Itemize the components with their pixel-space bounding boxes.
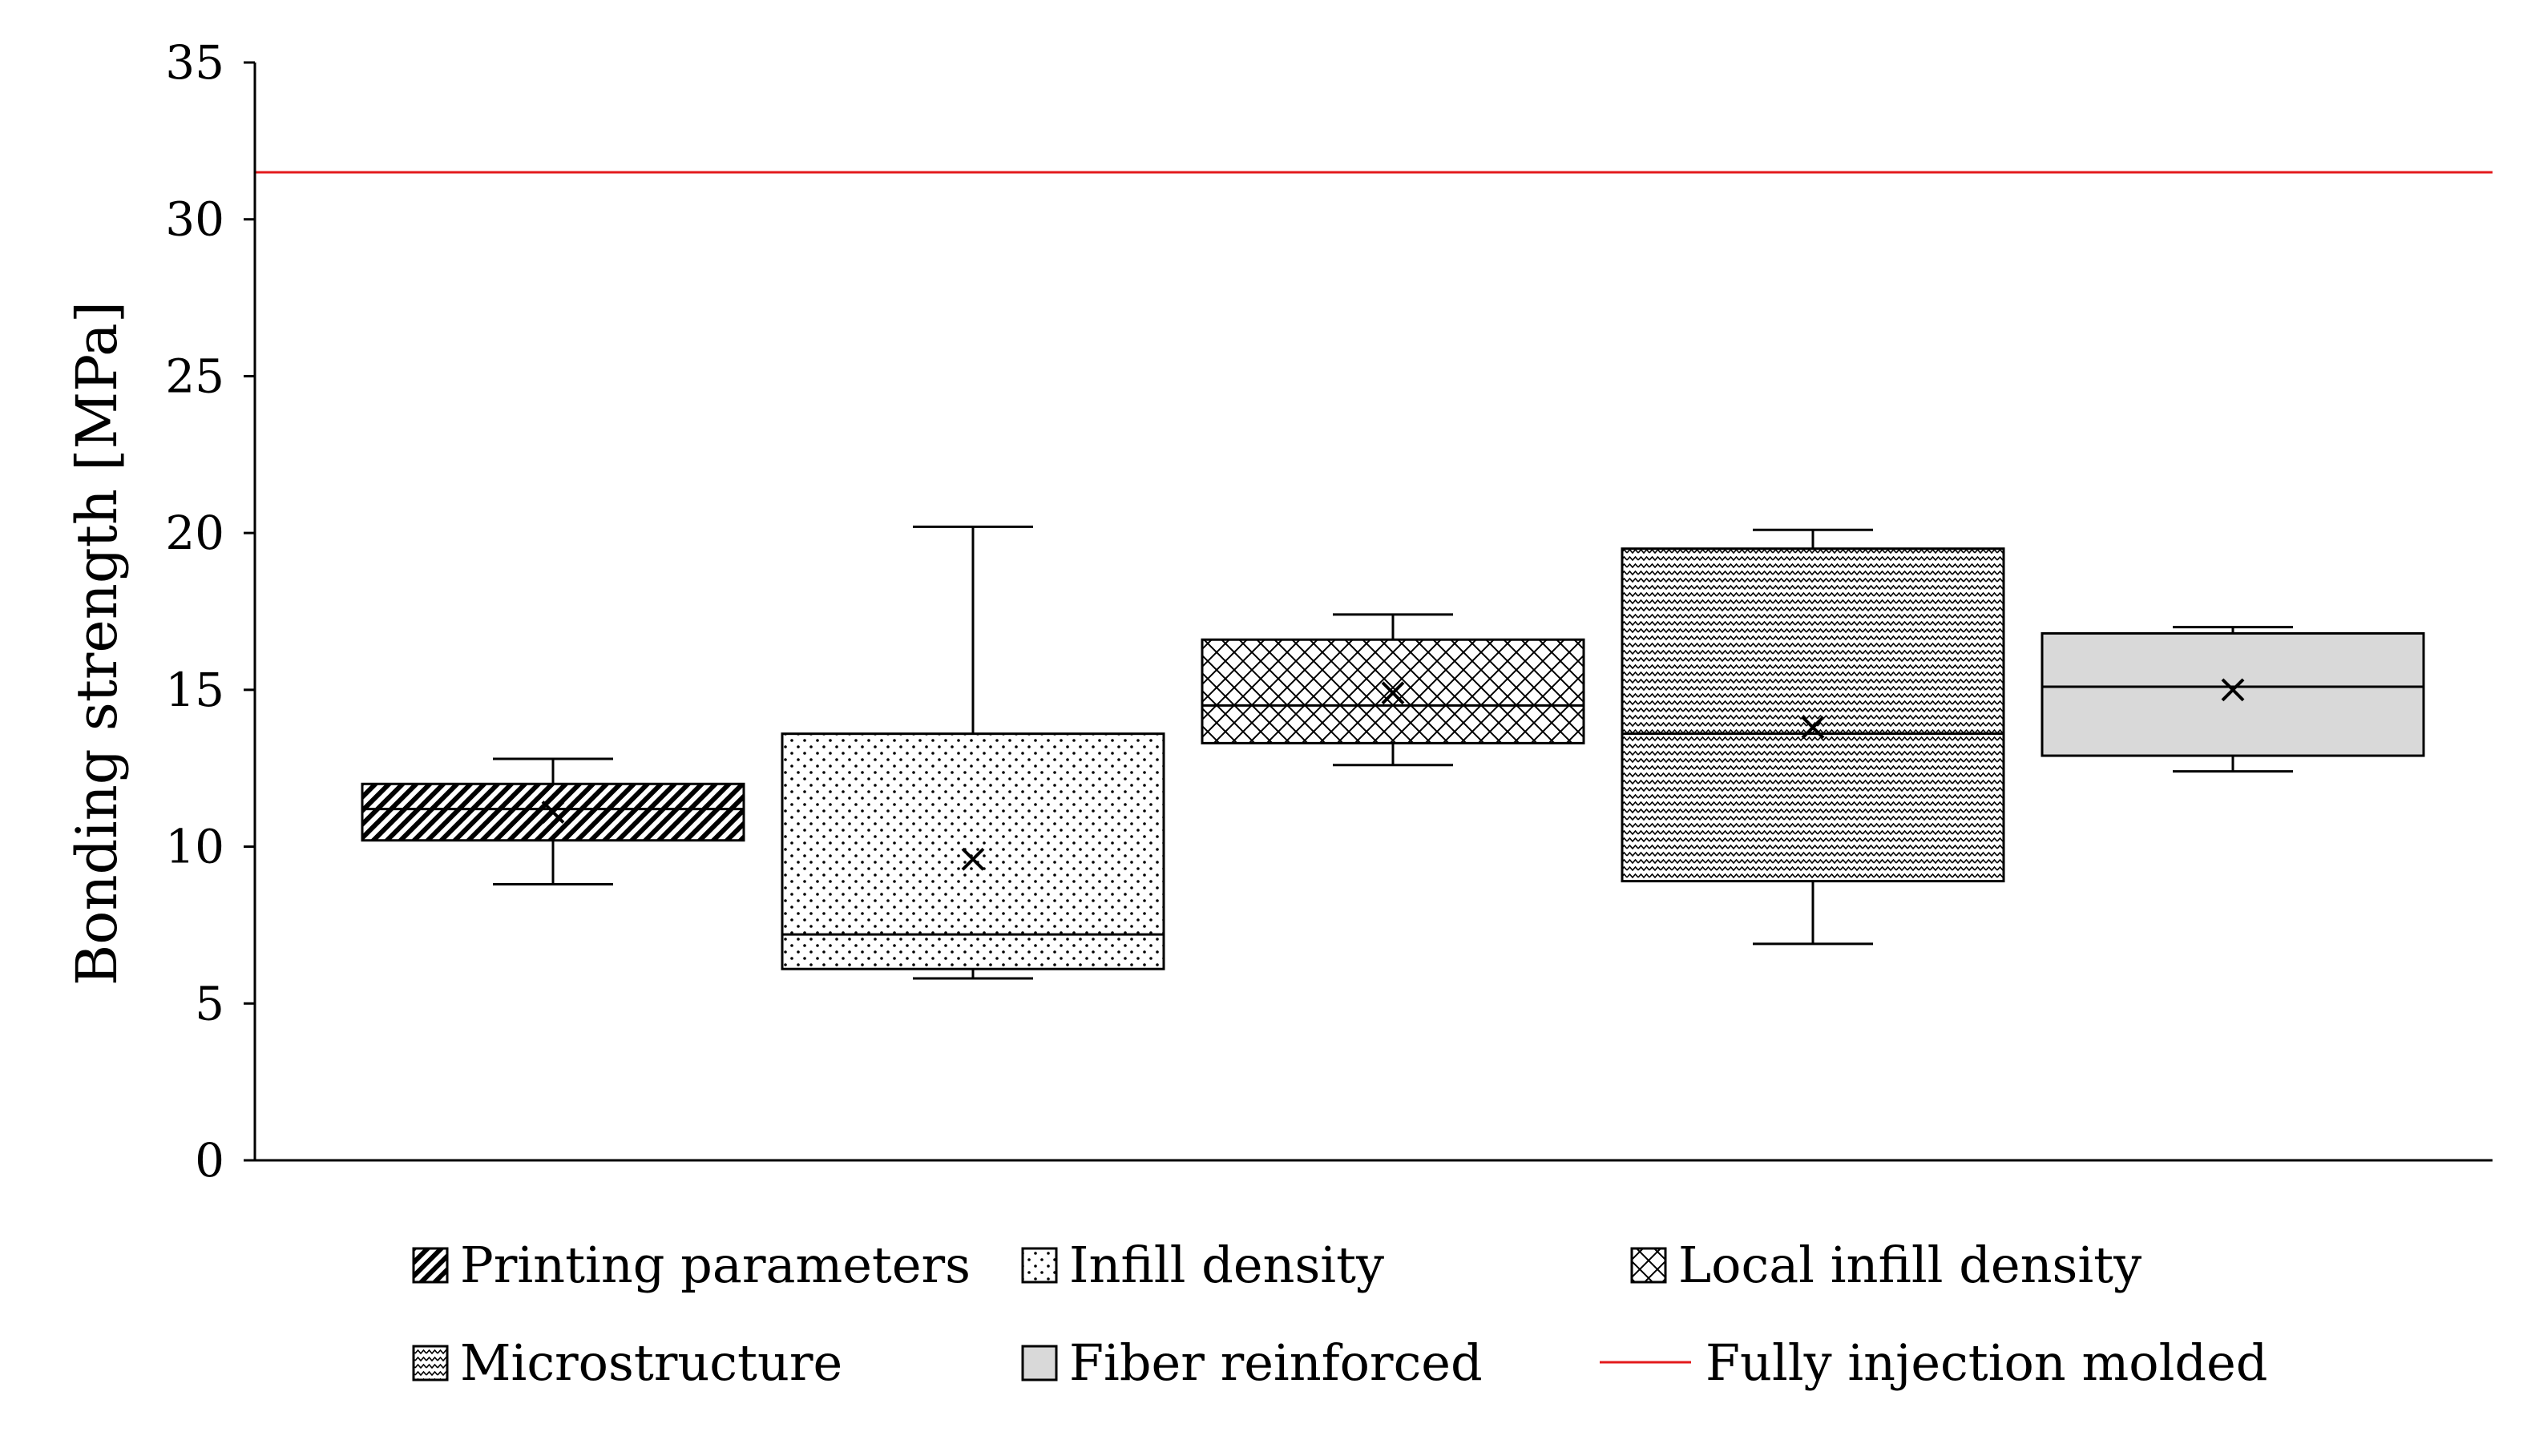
mean-marker (1801, 716, 1825, 740)
box-group (361, 757, 745, 886)
box-group (1201, 613, 1585, 767)
y-tick-label: 35 (165, 35, 224, 90)
box-group (781, 525, 1165, 980)
legend-item: Infill density (1021, 1236, 1384, 1294)
box (781, 732, 1165, 970)
legend-label: Microstructure (460, 1333, 842, 1392)
legend-item: Printing parameters (412, 1236, 971, 1294)
legend-item: Fully injection molded (1600, 1333, 2267, 1392)
y-tick-label: 0 (195, 1133, 224, 1188)
boxes-layer (255, 171, 2493, 980)
box-group (1621, 528, 2005, 946)
y-tick-label: 30 (165, 192, 224, 247)
legend-label: Fiber reinforced (1069, 1333, 1483, 1392)
legend-item: Fiber reinforced (1021, 1333, 1483, 1392)
y-tick-label: 20 (165, 506, 224, 560)
legend-label: Infill density (1069, 1236, 1384, 1294)
legend-label: Fully injection molded (1705, 1333, 2267, 1392)
y-tick-label: 25 (165, 349, 224, 403)
legend-swatch (1021, 1247, 1058, 1284)
y-tick-label: 5 (195, 976, 224, 1030)
legend-label: Local infill density (1678, 1236, 2141, 1294)
mean-marker (1381, 681, 1405, 705)
mean-marker (2221, 678, 2245, 702)
legend-swatch (412, 1345, 449, 1381)
legend-swatch (1021, 1345, 1058, 1381)
mean-marker (541, 801, 565, 824)
box-group (2041, 626, 2425, 773)
y-axis-title: Bonding strength [MPa] (64, 301, 130, 986)
legend: Printing parameters Infill density Local i… (412, 1236, 2267, 1392)
y-tick-label: 15 (165, 663, 224, 717)
box (1621, 547, 2005, 883)
y-tick-label: 10 (165, 820, 224, 874)
box (2041, 631, 2425, 757)
legend-item: Local infill density (1630, 1236, 2141, 1294)
legend-item: Microstructure (412, 1333, 842, 1392)
legend-swatch (1630, 1247, 1667, 1284)
mean-marker (961, 847, 985, 871)
legend-label: Printing parameters (460, 1236, 971, 1294)
legend-swatch (412, 1247, 449, 1284)
